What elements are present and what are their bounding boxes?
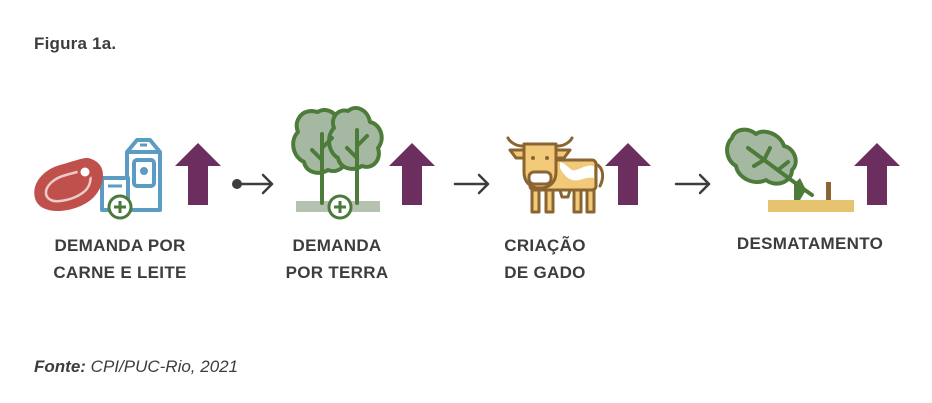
- step-label-line: DEMANDA POR: [54, 236, 186, 255]
- step-label-line: DESMATAMENTO: [736, 234, 884, 253]
- up-arrow-icon: [854, 143, 900, 205]
- up-arrow-icon: [175, 143, 221, 205]
- figure-title: Figura 1a.: [34, 34, 117, 53]
- step-label-demand-meat-milk: DEMANDA POR CARNE E LEITE: [30, 232, 210, 286]
- cow-icon: [506, 136, 605, 214]
- up-arrow-icon: [605, 143, 651, 205]
- plus-badge-icon: [327, 194, 353, 220]
- trees-land-icon: [291, 106, 384, 220]
- step-label-demand-land: DEMANDA POR TERRA: [262, 232, 412, 286]
- source-text: CPI/PUC-Rio, 2021: [90, 357, 239, 376]
- step-label-cattle-raising: CRIAÇÃO DE GADO: [480, 232, 610, 286]
- step-label-line: CRIAÇÃO: [504, 236, 586, 255]
- connector-arrow-icon: [674, 173, 711, 195]
- step-label-line: POR TERRA: [285, 263, 389, 282]
- plus-badge-icon: [107, 194, 133, 220]
- step-label-line: DEMANDA: [292, 236, 382, 255]
- meat-and-milk-icon: [34, 138, 162, 220]
- step-label-line: CARNE E LEITE: [53, 263, 187, 282]
- step-label-deforestation: DESMATAMENTO: [710, 230, 910, 257]
- connector-arrow-icon: [453, 173, 490, 195]
- felled-tree-icon: [725, 127, 854, 212]
- step-label-line: DE GADO: [504, 263, 586, 282]
- up-arrow-icon: [389, 143, 435, 205]
- steak-icon: [34, 158, 104, 211]
- source-note: Fonte: CPI/PUC-Rio, 2021: [34, 357, 238, 377]
- connector-arrow-icon: [232, 173, 274, 195]
- source-label: Fonte:: [34, 357, 86, 376]
